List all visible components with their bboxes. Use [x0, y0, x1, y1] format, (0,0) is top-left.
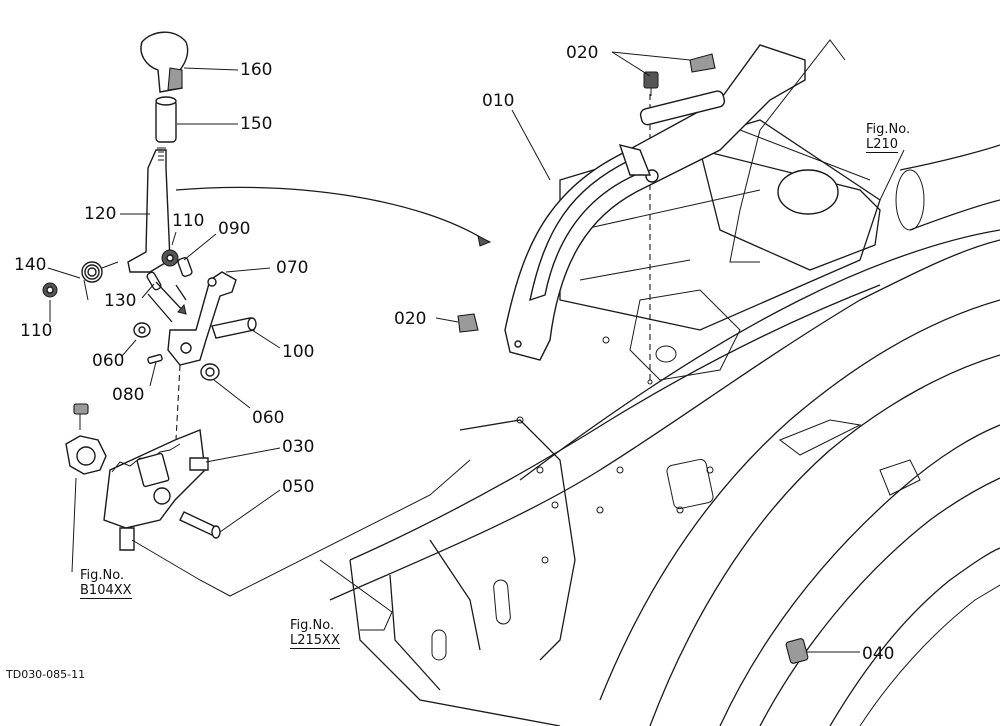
document-id: TD030-085-11: [6, 668, 86, 681]
figure-reference-caption: Fig.No.: [80, 568, 125, 583]
part-number-030[interactable]: 030: [282, 437, 315, 457]
part-number-130[interactable]: 130: [104, 291, 137, 311]
part-number-010[interactable]: 010: [482, 91, 515, 111]
spring-140: [81, 261, 119, 301]
figure-reference-b104xx[interactable]: Fig.No. B104XX: [80, 568, 132, 599]
part-number-110-lower[interactable]: 110: [20, 321, 53, 341]
fender-structure: [329, 90, 1000, 726]
lever-assembly: [42, 31, 492, 597]
part-number-020-top[interactable]: 020: [566, 43, 599, 63]
part-number-070[interactable]: 070: [276, 258, 309, 278]
part-number-050[interactable]: 050: [282, 477, 315, 497]
housing-b104: [65, 403, 107, 475]
leader-lines: [47, 39, 905, 653]
part-number-080[interactable]: 080: [112, 385, 145, 405]
part-number-060-right[interactable]: 060: [252, 408, 285, 428]
part-number-150[interactable]: 150: [240, 114, 273, 134]
part-number-120[interactable]: 120: [84, 204, 117, 224]
figure-reference-code: L215XX: [290, 633, 340, 649]
part-number-020-left[interactable]: 020: [394, 309, 427, 329]
part-number-100[interactable]: 100: [282, 342, 315, 362]
part-number-110-upper[interactable]: 110: [172, 211, 205, 231]
figure-reference-caption: Fig.No.: [290, 618, 335, 633]
part-number-040[interactable]: 040: [862, 644, 895, 664]
part-number-160[interactable]: 160: [240, 60, 273, 80]
figure-reference-code: B104XX: [80, 583, 132, 599]
part-number-140[interactable]: 140: [14, 255, 47, 275]
figure-reference-l215xx[interactable]: Fig.No. L215XX: [290, 618, 340, 649]
figure-reference-code: L210: [866, 137, 899, 153]
bracket-010: [457, 44, 806, 361]
part-number-060-left[interactable]: 060: [92, 351, 125, 371]
figure-reference-l210[interactable]: Fig.No. L210: [866, 122, 910, 153]
part-number-090[interactable]: 090: [218, 219, 251, 239]
figure-reference-caption: Fig.No.: [866, 122, 911, 137]
